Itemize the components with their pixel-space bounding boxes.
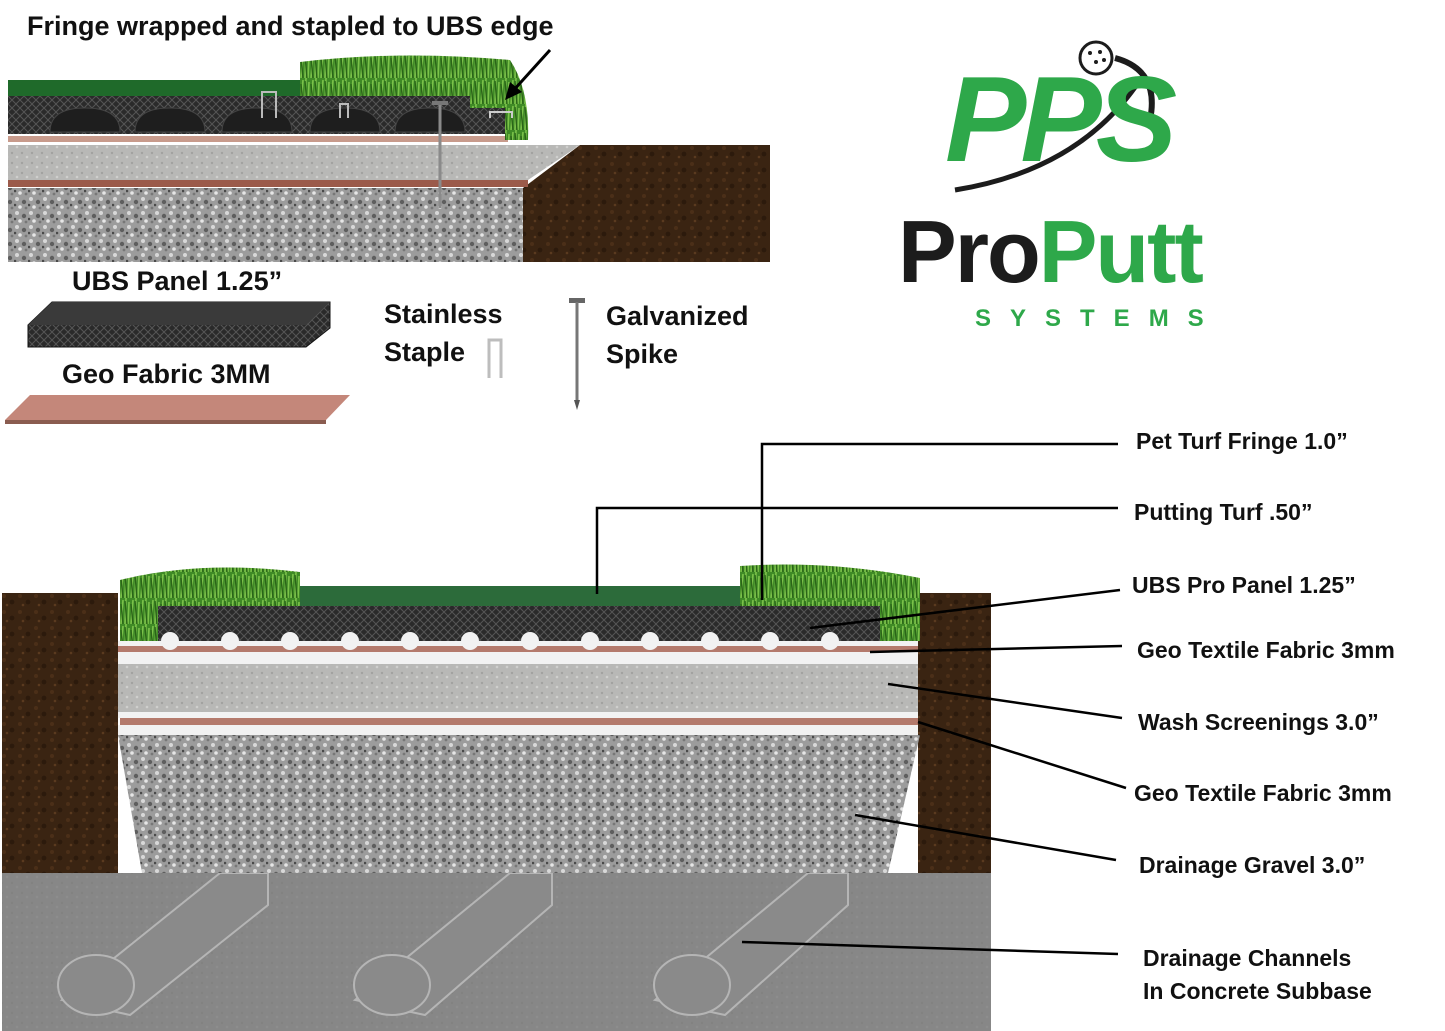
geo-textile-upper [118, 646, 918, 652]
legend-geo-fabric-swatch [5, 395, 350, 424]
detail-fringe-wrap [300, 55, 529, 140]
legend-ubs-panel-label: UBS Panel 1.25” [72, 266, 283, 296]
logo-tagline: SYSTEMS [975, 305, 1223, 332]
leader-lines [595, 442, 1127, 956]
logo-pps-mark: PPS [945, 51, 1177, 187]
fringe-left [120, 567, 300, 641]
top-caption: Fringe wrapped and stapled to UBS edge [27, 11, 554, 41]
drainage-gravel-layer [118, 735, 920, 873]
callout-pet-turf-fringe: Pet Turf Fringe 1.0” [1136, 428, 1348, 454]
caption-arrow [505, 82, 522, 100]
detail-geo-fabric-upper [8, 136, 508, 142]
legend-spike-label-line2: Spike [606, 339, 679, 369]
legend-staple-label-line1: Stainless [384, 299, 503, 329]
legend-staple-label-line2: Staple [384, 337, 466, 367]
detail-geo-fabric-lower [8, 180, 528, 187]
callout-ubs-pro-panel: UBS Pro Panel 1.25” [1132, 572, 1356, 598]
detail-staple [261, 91, 277, 118]
logo-wordmark: ProPutt [898, 208, 1204, 296]
legend-spike-icon [569, 298, 585, 410]
fringe-right [740, 564, 920, 641]
detail-gravel-layer [8, 188, 523, 262]
callout-geo-textile-upper: Geo Textile Fabric 3mm [1137, 637, 1395, 663]
callout-putting-turf: Putting Turf .50” [1134, 499, 1313, 525]
geo-textile-lower [120, 718, 918, 725]
legend-staple-icon [487, 338, 503, 378]
detail-putting-turf [8, 80, 308, 96]
callout-drainage-channels-line1: Drainage Channels [1143, 945, 1352, 971]
golf-ball-icon [1078, 40, 1114, 76]
fringe-detail-illustration [8, 48, 770, 262]
callout-geo-textile-lower: Geo Textile Fabric 3mm [1134, 780, 1392, 806]
legend-ubs-panel-swatch [27, 301, 331, 348]
putting-turf-layer [300, 586, 742, 606]
logo-mark [954, 40, 1155, 193]
wash-screenings-layer [118, 664, 918, 712]
detail-soil [523, 145, 770, 262]
ubs-pro-panel-layer [158, 606, 880, 641]
main-soil-left [2, 593, 118, 873]
logo-pro: Pro [898, 202, 1041, 301]
callout-drainage-channels-line2: In Concrete Subbase [1143, 978, 1372, 1004]
cross-section-illustration [2, 564, 991, 1031]
legend-spike-label-line1: Galvanized [606, 301, 749, 331]
detail-screenings [8, 145, 580, 180]
callout-wash-screenings: Wash Screenings 3.0” [1138, 709, 1379, 735]
drainage-channels [57, 872, 849, 1017]
callout-drainage-gravel: Drainage Gravel 3.0” [1139, 852, 1366, 878]
legend-geo-fabric-label: Geo Fabric 3MM [62, 359, 271, 389]
logo-putt: Putt [1038, 202, 1204, 301]
